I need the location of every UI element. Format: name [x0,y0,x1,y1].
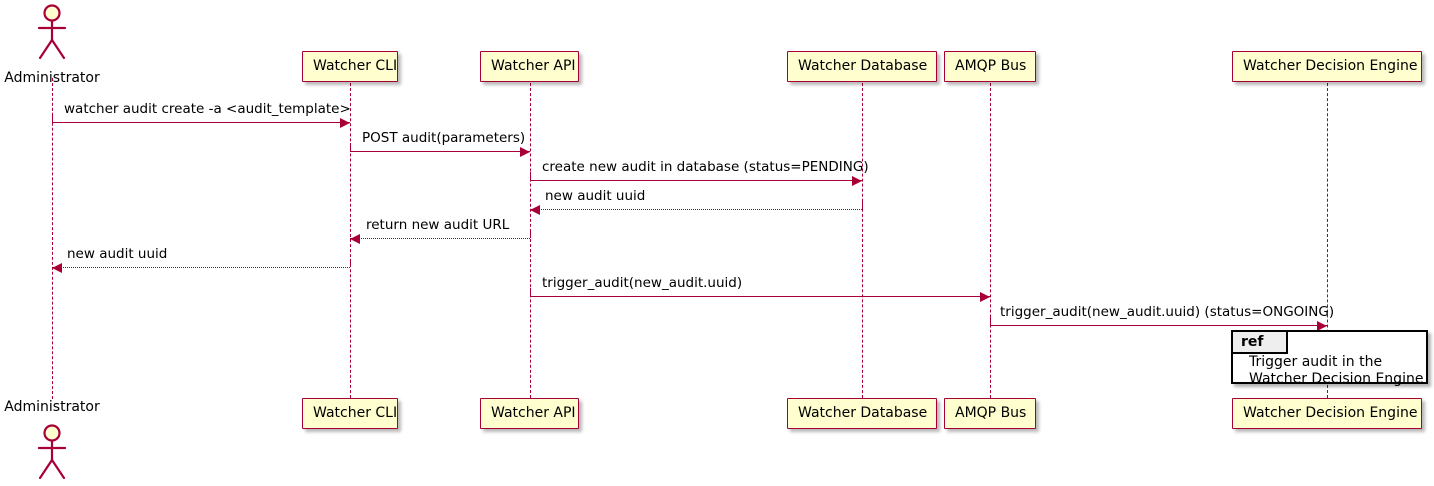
message-line-4 [530,209,862,210]
message-stub-5 [530,230,531,238]
ref-fragment-body-line-1: Trigger audit in the [1249,354,1383,370]
lifeline-amqp_bus [990,83,991,398]
participant-box-decision_engine-top[interactable]: Watcher Decision Engine [1232,51,1422,82]
ref-fragment-tab-label: ref [1233,332,1288,354]
participant-label-administrator-top: Administrator [4,70,100,86]
message-line-1 [52,122,350,123]
actor-figure-administrator-bottom [33,424,71,480]
message-arrowhead-8 [1317,320,1327,331]
message-label-5: return new audit URL [366,217,510,233]
lifeline-decision_engine [1327,83,1328,398]
message-arrowhead-1 [340,117,350,128]
message-line-2 [350,151,530,152]
message-stub-3 [530,172,531,180]
ref-fragment-body-line-2: Watcher Decision Engine [1249,371,1424,387]
message-label-4: new audit uuid [545,188,646,204]
message-stub-8 [990,317,991,325]
message-stub-1 [52,114,53,122]
participant-box-watcher_api-bottom[interactable]: Watcher API [480,398,579,429]
message-label-2: POST audit(parameters) [362,130,526,146]
message-stub-7 [530,288,531,296]
message-arrowhead-3 [852,175,862,186]
participant-label-administrator-bottom: Administrator [4,399,100,415]
message-label-6: new audit uuid [67,246,168,262]
participant-box-watcher_db-top[interactable]: Watcher Database [787,51,937,82]
actor-figure-administrator-top [33,4,71,60]
message-line-7 [530,296,990,297]
participant-box-watcher_api-top[interactable]: Watcher API [480,51,579,82]
message-stub-4 [862,201,863,209]
message-line-6 [52,267,350,268]
message-arrowhead-7 [980,291,990,302]
message-label-8: trigger_audit(new_audit.uuid) (status=ON… [1000,304,1335,320]
participant-box-amqp_bus-top[interactable]: AMQP Bus [944,51,1036,82]
message-line-8 [990,325,1327,326]
lifeline-watcher_api [530,83,531,398]
participant-box-amqp_bus-bottom[interactable]: AMQP Bus [944,398,1036,429]
lifeline-administrator [52,78,53,399]
message-label-3: create new audit in database (status=PEN… [542,159,869,175]
lifeline-watcher_db [862,83,863,398]
message-stub-6 [350,259,351,267]
message-arrowhead-4 [530,204,540,215]
participant-box-watcher_cli-bottom[interactable]: Watcher CLI [302,398,398,429]
participant-box-watcher_db-bottom[interactable]: Watcher Database [787,398,937,429]
participant-box-decision_engine-bottom[interactable]: Watcher Decision Engine [1232,398,1422,429]
message-arrowhead-2 [520,146,530,157]
message-line-5 [350,238,530,239]
participant-box-watcher_cli-top[interactable]: Watcher CLI [302,51,398,82]
message-stub-2 [350,143,351,151]
message-arrowhead-6 [52,262,62,273]
message-arrowhead-5 [350,233,360,244]
message-label-1: watcher audit create -a <audit_template> [64,101,351,117]
message-label-7: trigger_audit(new_audit.uuid) [542,275,743,291]
message-line-3 [530,180,862,181]
